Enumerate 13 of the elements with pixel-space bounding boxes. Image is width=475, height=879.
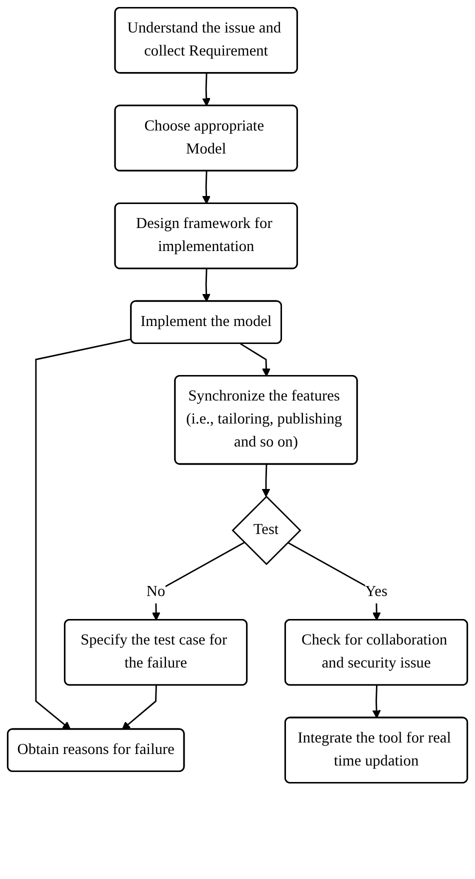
arrow	[122, 685, 157, 730]
arrow	[262, 464, 270, 497]
arrow	[240, 343, 270, 377]
arrow	[202, 171, 211, 204]
arrow	[202, 73, 211, 106]
arrow	[372, 685, 381, 718]
arrow	[35, 338, 132, 730]
node-diamond: Test	[232, 496, 302, 566]
edge-label: Yes	[365, 583, 388, 600]
arrow	[287, 542, 381, 621]
arrow	[152, 542, 245, 621]
arrow	[202, 268, 211, 302]
edge-label: No	[146, 583, 166, 600]
